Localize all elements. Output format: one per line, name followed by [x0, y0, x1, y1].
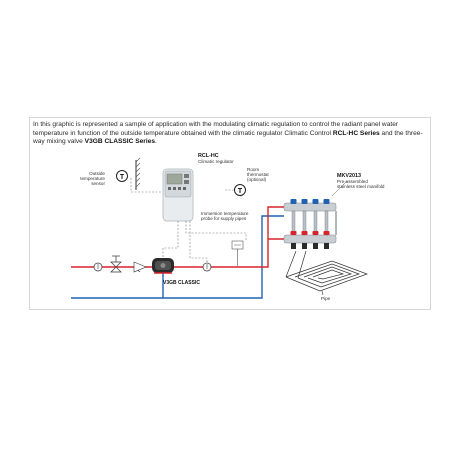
outside-sensor-label-2: temperature — [80, 176, 105, 181]
radiant-floor-loop — [285, 250, 369, 296]
rcl-subtitle: Climatic regulator — [198, 159, 234, 164]
pipe-label: Pipe — [321, 296, 331, 301]
leader-lines — [331, 180, 348, 197]
rcl-title: RCL-HC — [198, 153, 219, 159]
rcl-series-name: RCL-HC Series — [332, 129, 380, 137]
manifold-title: MKV2013 — [337, 173, 361, 179]
outside-sensor-icon — [116, 170, 128, 182]
rcl-hc-regulator — [162, 168, 194, 222]
manifold-subtitle-1: Pre-assembled — [337, 179, 368, 184]
immersion-label-1: Immersion temperature — [201, 211, 249, 216]
room-thermostat-label-3: (optional) — [247, 177, 267, 182]
diagram-card — [29, 117, 431, 310]
svg-text:T: T — [120, 174, 125, 181]
description-text: In this graphic is represented a sample … — [33, 121, 423, 146]
immersion-label-2: probe for supply pipes — [201, 216, 247, 221]
outside-sensor-label-1: Outside — [89, 171, 105, 176]
v3gb-valve-icon — [152, 258, 174, 274]
room-thermostat-icon — [234, 184, 246, 196]
v3gb-series-name: V3GB CLASSIC Series — [84, 138, 156, 146]
return-pipe — [71, 215, 284, 299]
mkv2013-manifold — [283, 199, 337, 249]
outside-sensor-label-3: sensor — [91, 181, 105, 186]
supply-pipe-upper — [267, 206, 284, 239]
manifold-subtitle-2: stainless steel manifold — [337, 184, 385, 189]
filter-icon — [133, 261, 147, 273]
supply-pipe — [71, 238, 284, 268]
room-thermostat-label-1: Room — [247, 167, 259, 172]
check-valve-icon — [110, 255, 122, 273]
valve-label: V3GB CLASSIC — [163, 280, 200, 286]
svg-text:T: T — [238, 188, 243, 195]
wall — [135, 157, 141, 190]
room-thermostat-label-2: thermostat — [247, 172, 269, 177]
